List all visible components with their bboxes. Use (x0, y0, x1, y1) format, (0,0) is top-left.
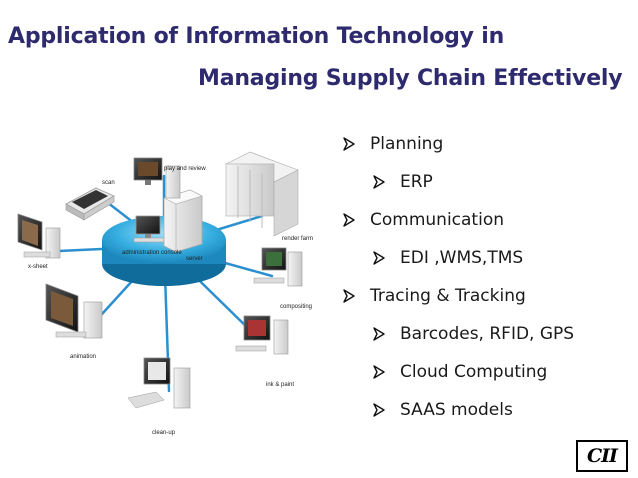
bullet-text: Tracing & Tracking (370, 286, 526, 306)
bullet-text: ERP (400, 172, 433, 192)
hub: administration console server (102, 189, 226, 286)
node-label-scan: scan (102, 180, 115, 186)
node-label-compositing: compositing (280, 304, 312, 310)
node-label-render-farm: render farm (282, 236, 313, 242)
node-label-clean-up: clean-up (152, 430, 176, 436)
arrow-bullet-icon (343, 137, 355, 151)
bullet-text: Barcodes, RFID, GPS (400, 324, 575, 344)
bullet-text: EDI ,WMS,TMS (400, 248, 524, 268)
bullet-item: ERP (372, 172, 433, 192)
node-label-play-review: play and review (164, 166, 206, 172)
bullet-text: Communication (370, 210, 504, 230)
bullet-text: Planning (370, 134, 444, 154)
network-diagram: administration console server scan play … (17, 151, 313, 436)
node-label-ink-paint: ink & paint (266, 382, 294, 388)
cii-logo: CII (576, 440, 628, 472)
slide-title-line-1: Application of Information Technology in (8, 24, 505, 49)
node-compositing: compositing (253, 247, 312, 310)
arrow-bullet-icon (373, 403, 385, 417)
slide-title-line-2: Managing Supply Chain Effectively (198, 66, 623, 91)
arrow-bullet-icon (343, 289, 355, 303)
bullet-item: Tracing & Tracking (342, 286, 526, 306)
node-play-review: play and review (133, 157, 206, 199)
node-label-animation: animation (70, 354, 96, 360)
arrow-bullet-icon (373, 327, 385, 341)
hub-label-server: server (186, 256, 203, 262)
bullet-item: Communication (342, 210, 504, 230)
hub-label-admin: administration console (122, 250, 182, 256)
arrow-bullet-icon (373, 365, 385, 379)
bullet-item: EDI ,WMS,TMS (372, 248, 523, 268)
node-clean-up: clean-up (127, 357, 191, 436)
node-x-sheet: x-sheet (17, 213, 61, 270)
logo-text: CII (587, 445, 618, 467)
arrow-bullet-icon (373, 175, 385, 189)
arrow-bullet-icon (343, 213, 355, 227)
node-animation: animation (45, 283, 103, 360)
node-label-x-sheet: x-sheet (28, 264, 48, 270)
bullet-item: Cloud Computing (372, 362, 547, 382)
bullet-text: Cloud Computing (400, 362, 548, 382)
node-scan: scan (65, 180, 115, 221)
bullet-item: Barcodes, RFID, GPS (372, 324, 574, 344)
arrow-bullet-icon (373, 251, 385, 265)
bullet-text: SAAS models (400, 400, 513, 420)
bullet-item: Planning (342, 134, 443, 154)
node-ink-paint: ink & paint (235, 315, 294, 388)
bullet-item: SAAS models (372, 400, 513, 420)
node-render-farm: render farm (225, 151, 313, 242)
